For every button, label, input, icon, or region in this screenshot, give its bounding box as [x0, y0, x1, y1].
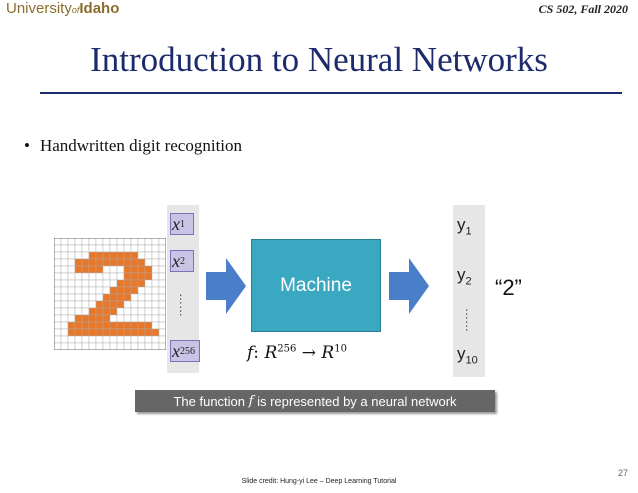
input-ellipsis: ……: [177, 293, 191, 317]
title-rule: [40, 92, 622, 94]
arrow-to-output: [389, 258, 429, 314]
logo-idaho: Idaho: [79, 0, 120, 17]
digit-image: [54, 238, 166, 350]
page-number: 27: [617, 468, 628, 478]
bullet-dot: •: [24, 136, 30, 155]
output-vector-bar: [453, 205, 485, 377]
logo-of: of: [71, 5, 80, 15]
course-label: CS 502, Fall 2020: [538, 2, 628, 16]
university-logo: UniversityofIdaho: [6, 0, 119, 18]
slide-credit: Slide credit: Hung-yi Lee – Deep Learnin…: [241, 478, 397, 485]
slide-title: Introduction to Neural Networks: [90, 40, 548, 79]
machine-box: Machine: [251, 239, 381, 332]
result-label: “2”: [495, 275, 522, 300]
bullet-text: Handwritten digit recognition: [39, 136, 243, 155]
machine-label: Machine: [280, 274, 352, 296]
arrow-to-machine: [206, 258, 246, 314]
output-y2: y2: [457, 265, 472, 288]
output-y1: y1: [457, 215, 472, 238]
bullet-item: • Handwritten digit recognition: [24, 136, 242, 156]
logo-university: University: [6, 0, 72, 17]
caption-box: The function f is represented by a neura…: [135, 390, 495, 412]
output-ellipsis: ……: [463, 308, 477, 332]
output-y10: y10: [457, 344, 478, 367]
function-mapping: f: R256 → R10: [247, 343, 347, 363]
